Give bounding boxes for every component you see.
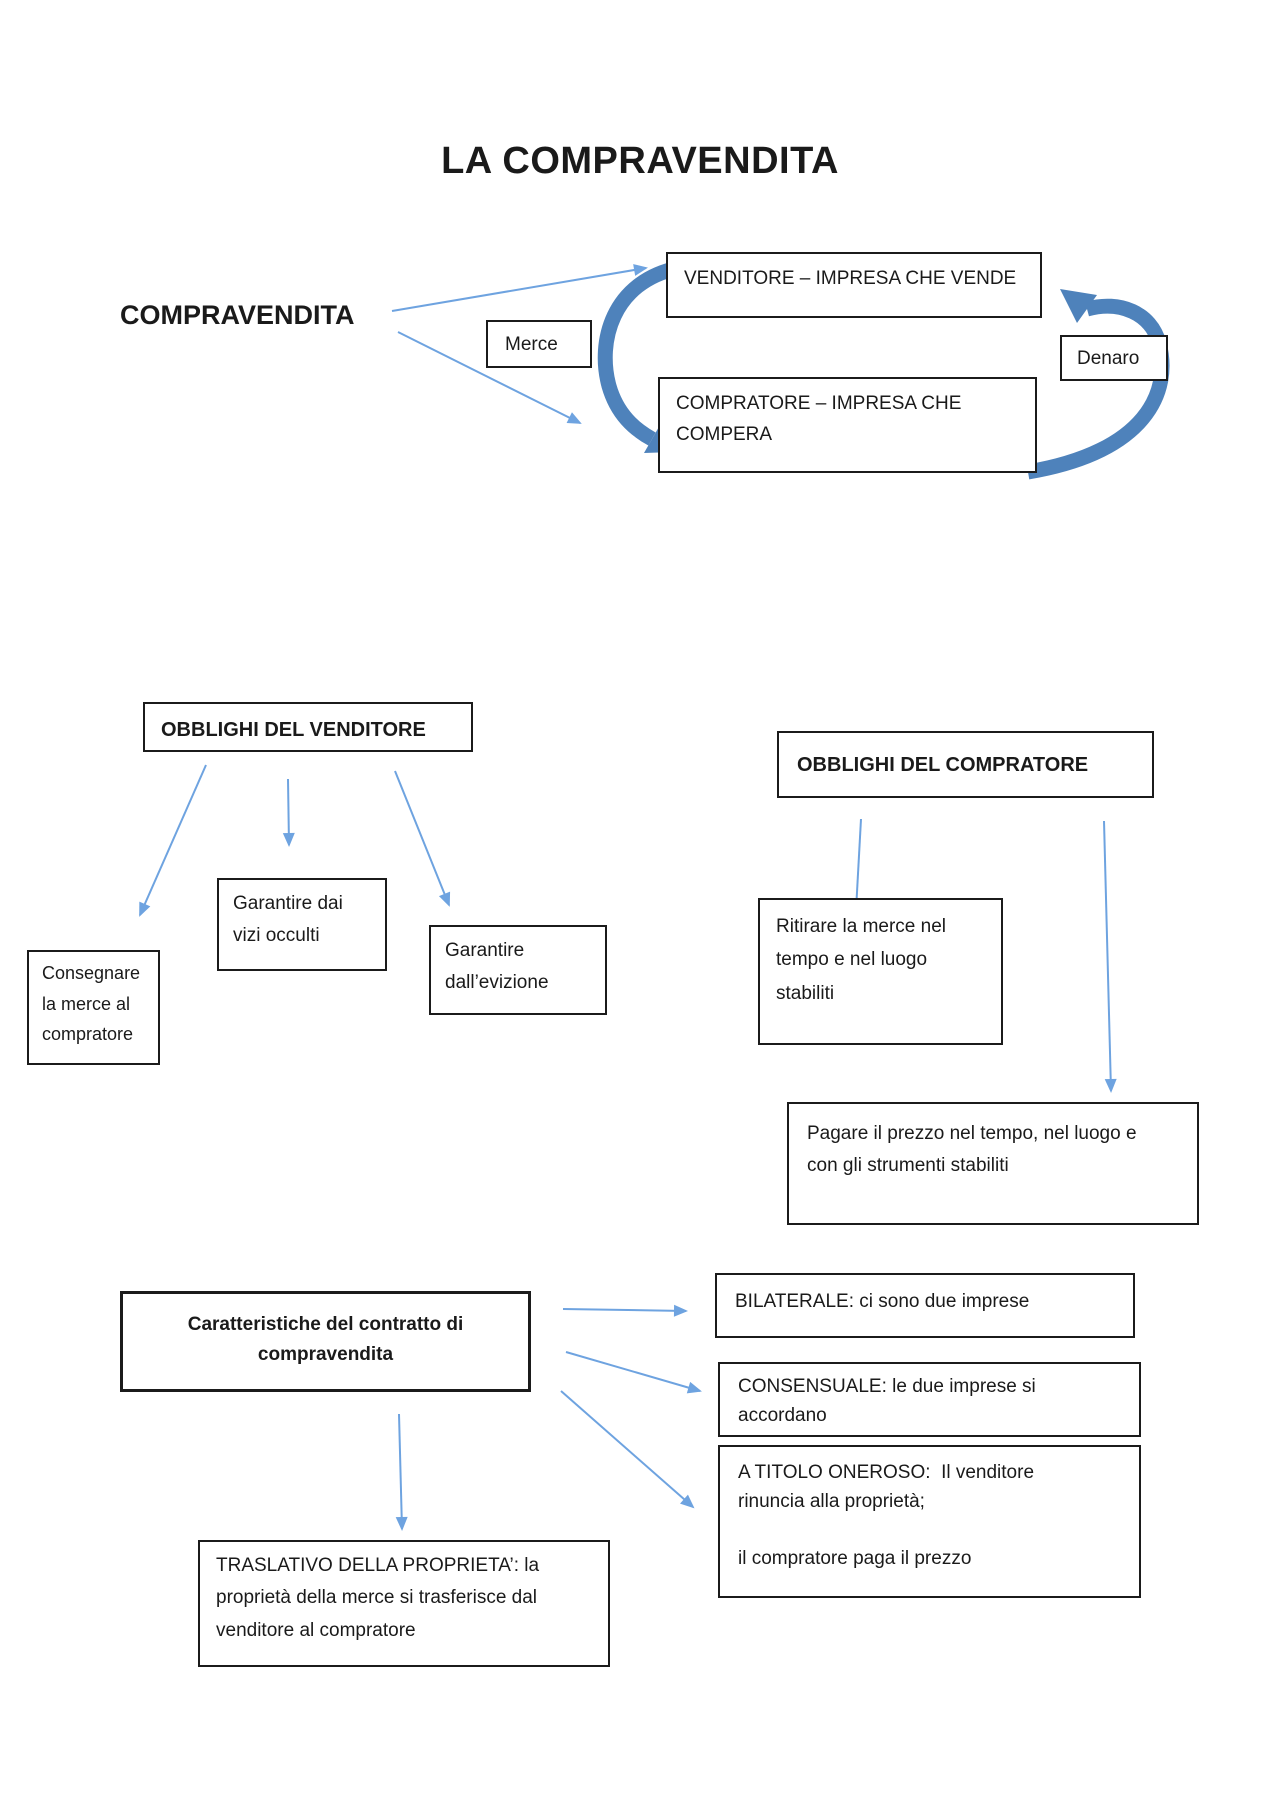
page-title: LA COMPRAVENDITA [441,140,839,182]
seller-obligations-header-box: OBBLIGHI DEL VENDITORE [143,702,473,752]
arrow-features-to-onerous [560,1390,695,1509]
deliver-goods-box: Consegnare la merce al compratore [27,950,160,1065]
money-box: Denaro [1060,335,1168,381]
collect-goods-box: Ritirare la merce nel tempo e nel luogo … [758,898,1003,1045]
goods-box: Merce [486,320,592,368]
eviction-guarantee-box: Garantire dall’evizione [429,925,607,1015]
arrow-buyerobligations-to-pay [1103,820,1117,1093]
arrow-sellerobligations-to-defects [282,778,295,847]
bilateral-box: BILATERALE: ci sono due imprese [715,1273,1135,1338]
thick-arrow-money-arrowhead [1060,289,1097,323]
buyer-box: COMPRATORE – IMPRESA CHE COMPERA [658,377,1037,473]
onerous-box: A TITOLO ONEROSO: Il venditore rinuncia … [718,1445,1141,1598]
buyer-obligations-header-box: OBBLIGHI DEL COMPRATORE [777,731,1154,798]
thick-arrow-money-buyer-to-seller [1026,298,1170,480]
arrow-sellerobligations-to-deliver [139,764,207,917]
arrow-root-to-buyer [397,331,582,424]
hidden-defects-box: Garantire dai vizi occulti [217,878,387,971]
root-label-compravendita: COMPRAVENDITA [120,300,355,330]
arrow-root-to-seller [391,264,648,312]
arrow-features-to-consensual [565,1351,702,1394]
pay-price-box: Pagare il prezzo nel tempo, nel luogo e … [787,1102,1199,1225]
translative-box: TRASLATIVO DELLA PROPRIETA’: la propriet… [198,1540,610,1667]
arrow-features-to-bilateral [562,1304,688,1317]
arrow-features-to-translative [395,1413,408,1531]
seller-box: VENDITORE – IMPRESA CHE VENDE [666,252,1042,318]
arrow-sellerobligations-to-eviction [394,770,451,907]
contract-features-header-box: Caratteristiche del contratto di comprav… [120,1291,531,1392]
thick-arrow-goods-seller-to-buyer [597,260,680,446]
consensual-box: CONSENSUALE: le due imprese si accordano [718,1362,1141,1437]
